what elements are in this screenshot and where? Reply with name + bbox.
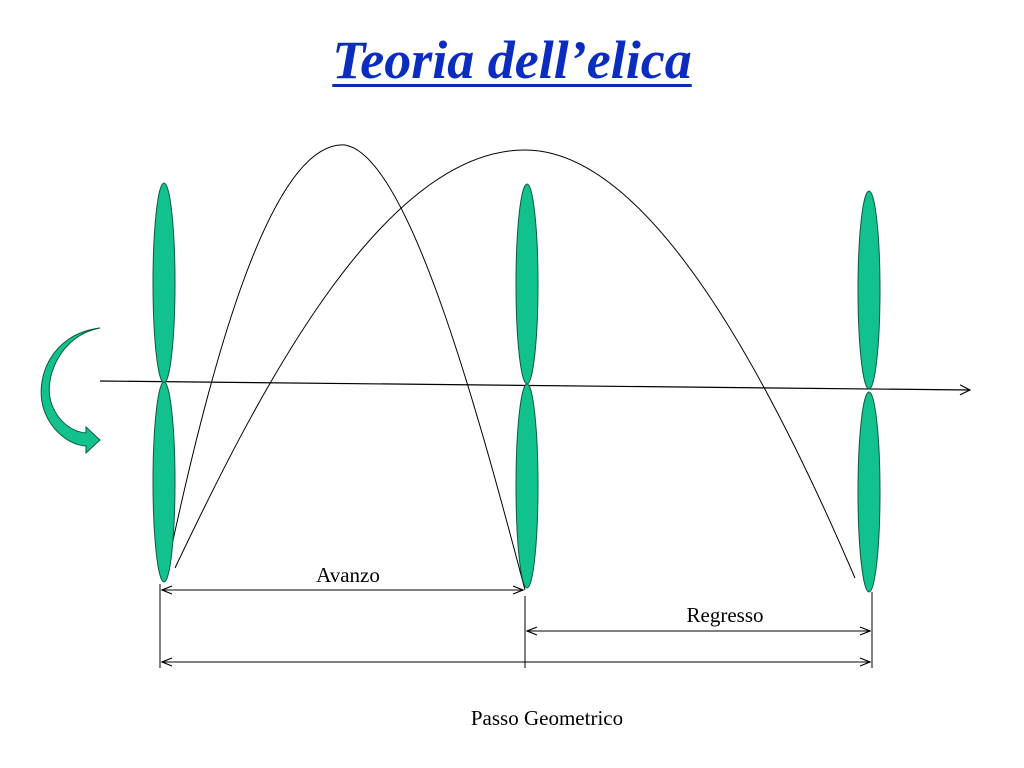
propeller-blade-lower	[152, 381, 176, 583]
propeller-position-3	[857, 190, 881, 593]
page-title: Teoria dell’elica	[332, 30, 692, 90]
propeller-blade-lower	[857, 391, 881, 593]
propeller-blade-upper	[515, 183, 539, 385]
propeller-axis	[99, 380, 970, 390]
propeller-blade-upper	[152, 182, 176, 384]
helix-curve-geometric	[174, 149, 856, 579]
propeller-blade-lower	[515, 383, 539, 589]
helix-curve-blade-tip	[171, 144, 526, 591]
propeller-position-1	[152, 182, 176, 583]
rotation-arrow-icon	[40, 327, 101, 455]
propeller-position-2	[515, 183, 539, 589]
propeller-blade-upper	[857, 190, 881, 390]
label-avanzo: Avanzo	[316, 563, 380, 587]
label-regresso: Regresso	[687, 603, 764, 627]
label-passo-geometrico: Passo Geometrico	[471, 706, 623, 730]
